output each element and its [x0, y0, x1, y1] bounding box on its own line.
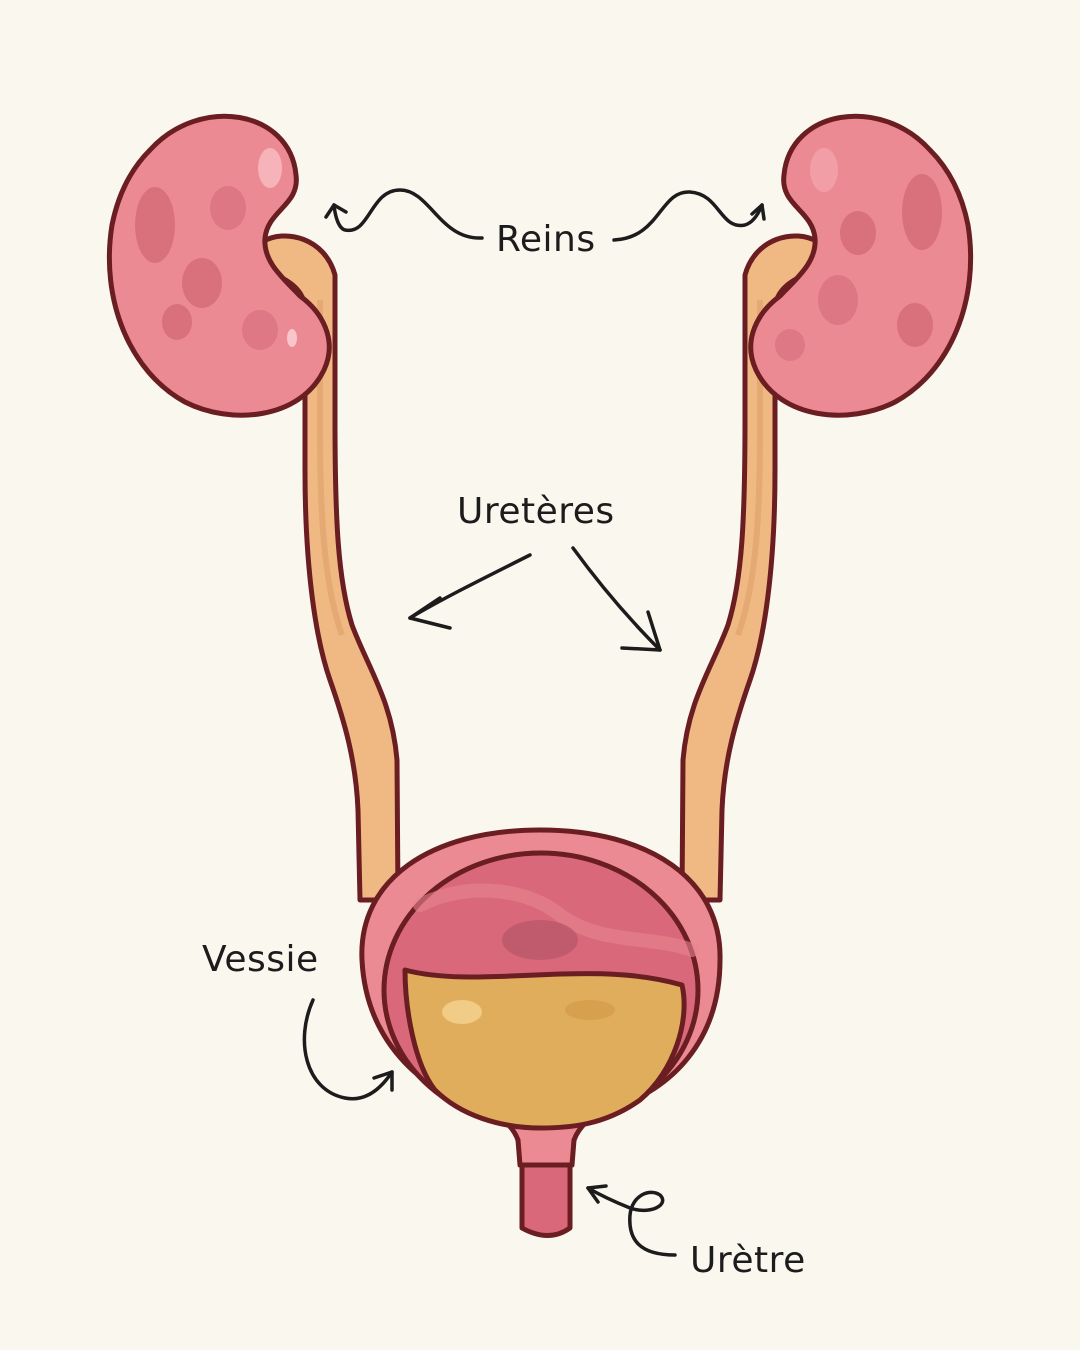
arrow-uretre	[586, 1186, 677, 1257]
arrow-ureteres-left	[408, 553, 532, 620]
left-ureter	[259, 233, 401, 903]
arrow-reins-right	[612, 190, 764, 242]
arrow-ureteres-right	[571, 546, 662, 652]
bladder	[359, 827, 723, 1238]
arrow-vessie	[302, 998, 394, 1101]
right-ureter	[679, 233, 821, 903]
ureters	[259, 233, 821, 903]
left-kidney	[106, 113, 332, 418]
arrow-reins-left	[332, 188, 484, 240]
urine	[402, 967, 687, 1131]
right-kidney	[748, 113, 974, 418]
label-ureteres: Uretères	[457, 491, 615, 532]
label-reins: Reins	[496, 219, 596, 260]
label-vessie: Vessie	[202, 939, 319, 980]
label-uretre: Urètre	[690, 1240, 806, 1281]
annotation-arrows	[302, 188, 766, 1257]
